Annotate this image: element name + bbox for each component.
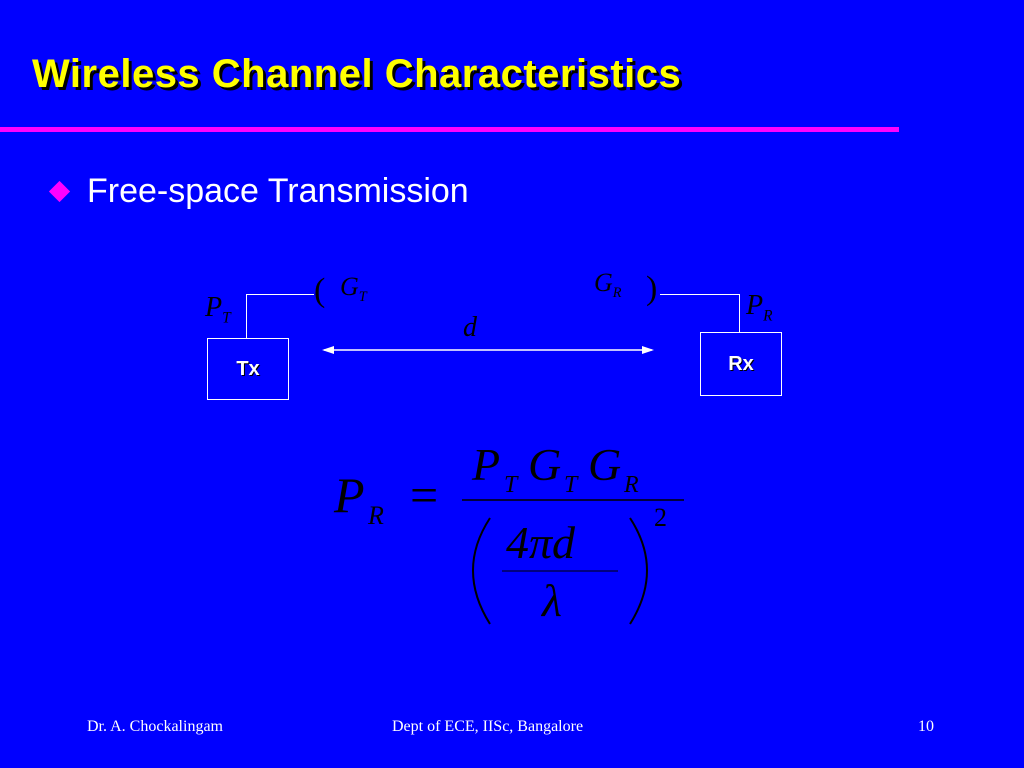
formula-num-g2-sub: R xyxy=(623,472,639,498)
footer-author: Dr. A. Chockalingam xyxy=(87,718,223,735)
formula-den-num: 4πd xyxy=(506,517,576,568)
rx-label: Rx xyxy=(728,352,754,375)
formula-lhs: P xyxy=(333,467,365,523)
tx-antenna-horizontal xyxy=(246,294,314,295)
footer-dept: Dept of ECE, IISc, Bangalore xyxy=(392,718,584,735)
distance-arrow xyxy=(322,346,654,354)
formula-num-g2: G xyxy=(588,440,621,490)
diamond-bullet-icon xyxy=(48,180,71,203)
tx-antenna-paren: ( xyxy=(314,272,326,309)
rx-antenna-vertical xyxy=(739,294,740,332)
formula-num-p: P xyxy=(471,440,500,490)
slide-title: Wireless Channel Characteristics xyxy=(32,52,682,96)
tx-label: Tx xyxy=(236,357,260,380)
formula-left-paren xyxy=(472,517,491,625)
tx-gain-label: GT xyxy=(340,272,367,306)
formula-num-p-sub: T xyxy=(504,472,519,498)
friis-formula: P R = P T G T G R 4πd λ 2 xyxy=(333,440,684,626)
tx-antenna-vertical xyxy=(246,294,247,338)
tx-box: Tx xyxy=(207,338,289,400)
footer-page-number: 10 xyxy=(918,718,934,735)
rx-power-label: PR xyxy=(746,290,773,325)
tx-power-label: PT xyxy=(205,292,231,327)
rx-gain-label: GR xyxy=(594,268,622,302)
rx-antenna-paren: ) xyxy=(646,270,658,307)
formula-num-g1-sub: T xyxy=(564,472,579,498)
formula-den-den: λ xyxy=(540,575,562,626)
bullet-item: Free-space Transmission xyxy=(48,172,469,211)
formula-right-paren xyxy=(629,517,648,625)
formula-num-g1: G xyxy=(528,440,561,490)
formula-equals: = xyxy=(410,467,438,523)
formula-exponent: 2 xyxy=(654,503,667,532)
bullet-text: Free-space Transmission xyxy=(87,172,469,210)
rx-antenna-horizontal xyxy=(660,294,739,295)
rx-box: Rx xyxy=(700,332,782,396)
formula-lhs-sub: R xyxy=(367,501,384,530)
distance-label: d xyxy=(463,312,477,343)
title-divider xyxy=(0,127,899,132)
